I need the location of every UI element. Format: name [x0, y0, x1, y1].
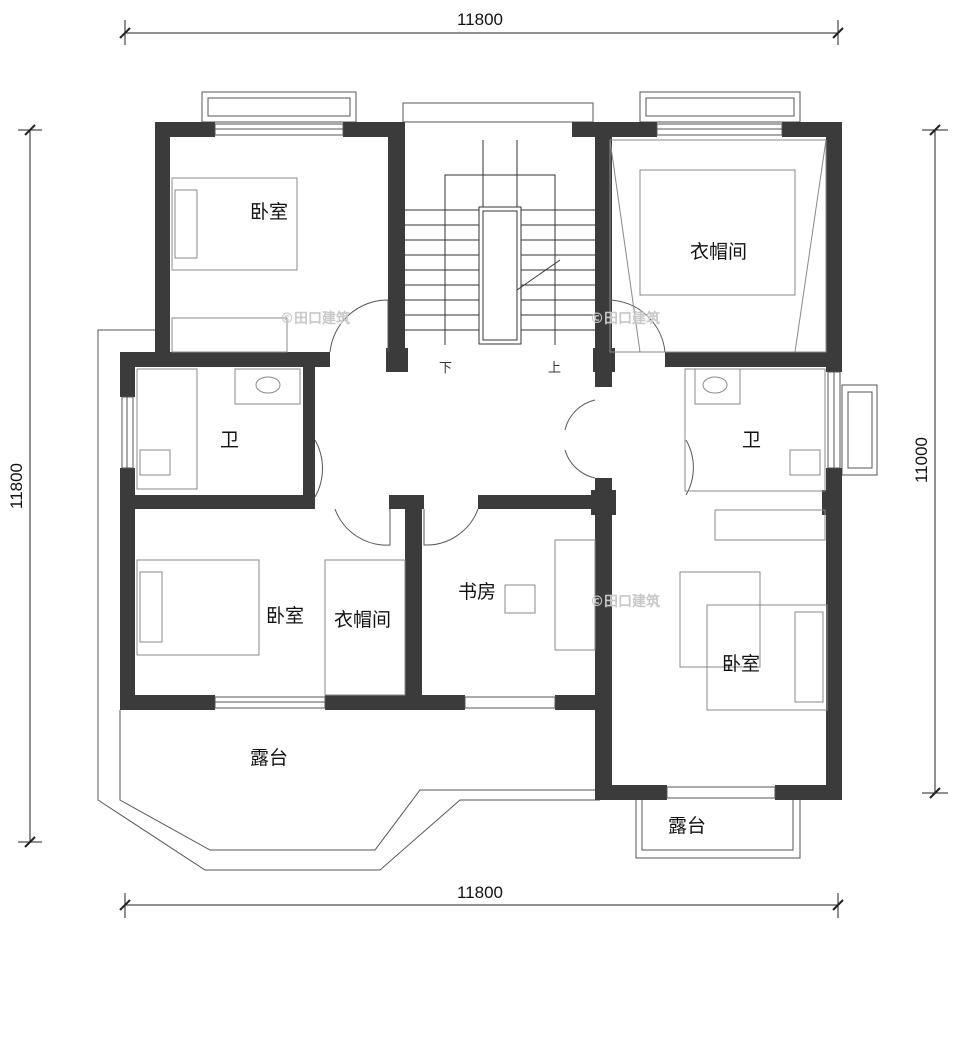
furniture [136, 139, 828, 711]
dimension-top: 11800 [457, 10, 503, 29]
room-label-closet: 衣帽间 [690, 241, 747, 263]
stair-down-label: 下 [439, 361, 452, 376]
staircase[interactable] [405, 140, 595, 345]
room-label-terrace: 露台 [250, 747, 288, 769]
terrace-outlines [97, 91, 878, 871]
room-label-bathroom: 卫 [220, 429, 239, 451]
watermark: ©田口建筑 [280, 310, 350, 327]
watermark: ©田口建筑 [590, 310, 660, 327]
room-label-bedroom: 卧室 [722, 653, 760, 675]
dimension-right: 11000 [912, 437, 931, 483]
room-label-bedroom: 卧室 [250, 201, 288, 223]
doors[interactable] [314, 299, 694, 546]
dimension-bottom: 11800 [457, 883, 503, 902]
room-label-bathroom: 卫 [742, 429, 761, 451]
room-label-closet: 衣帽间 [334, 609, 391, 631]
room-label-study: 书房 [458, 581, 496, 603]
dimension-left: 11800 [7, 463, 26, 509]
room-label-terrace: 露台 [668, 815, 706, 837]
dimension-lines [18, 20, 948, 918]
watermark: ©田口建筑 [590, 593, 660, 610]
room-label-bedroom: 卧室 [266, 605, 304, 627]
stair-up-label: 上 [548, 361, 561, 376]
walls [120, 122, 842, 800]
windows [121, 123, 841, 799]
